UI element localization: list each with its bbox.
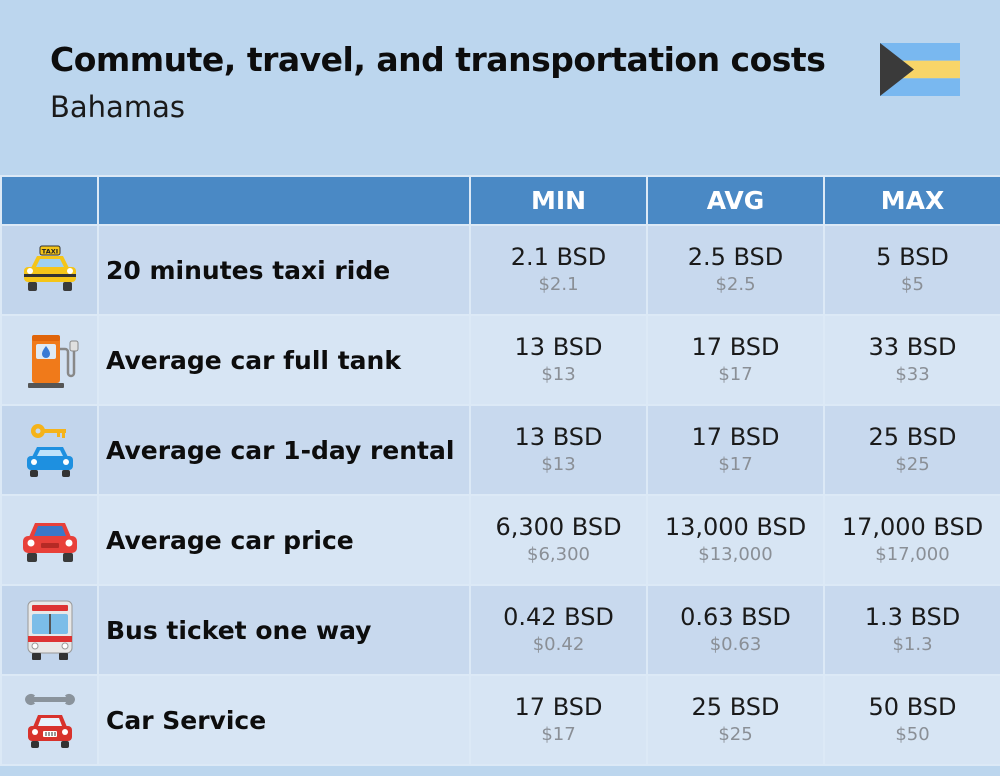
header-icon-column xyxy=(0,175,99,226)
avg-value: 0.63 BSD xyxy=(680,603,791,631)
page-header: Commute, travel, and transportation cost… xyxy=(0,0,1000,175)
min-usd-value: $0.42 xyxy=(532,634,585,655)
max-value: 5 BSD xyxy=(876,243,949,271)
row-label: Average car price xyxy=(97,494,471,586)
row-icon-cell xyxy=(0,674,99,766)
avg-cell: 13,000 BSD $13,000 xyxy=(646,494,825,586)
row-label: Average car full tank xyxy=(97,314,471,406)
avg-value: 13,000 BSD xyxy=(664,513,807,541)
row-label: Car Service xyxy=(97,674,471,766)
max-value: 1.3 BSD xyxy=(864,603,961,631)
min-value: 13 BSD xyxy=(514,423,603,451)
min-cell: 17 BSD $17 xyxy=(469,674,648,766)
max-value: 33 BSD xyxy=(868,333,957,361)
min-value: 0.42 BSD xyxy=(503,603,614,631)
car-rental-key-icon xyxy=(26,424,73,477)
min-cell: 2.1 BSD $2.1 xyxy=(469,224,648,316)
avg-usd-value: $13,000 xyxy=(698,544,773,565)
max-cell: 25 BSD $25 xyxy=(823,404,1000,496)
max-usd-value: $33 xyxy=(895,364,930,385)
row-icon-cell xyxy=(0,314,99,406)
avg-usd-value: $17 xyxy=(718,364,753,385)
max-cell: 17,000 BSD $17,000 xyxy=(823,494,1000,586)
min-usd-value: $13 xyxy=(541,454,576,475)
row-icon-cell: TAXI xyxy=(0,224,99,316)
max-cell: 1.3 BSD $1.3 xyxy=(823,584,1000,676)
avg-cell: 2.5 BSD $2.5 xyxy=(646,224,825,316)
fuel-pump-icon xyxy=(27,335,78,388)
min-cell: 0.42 BSD $0.42 xyxy=(469,584,648,676)
row-icon-cell xyxy=(0,584,99,676)
max-value: 25 BSD xyxy=(868,423,957,451)
avg-cell: 17 BSD $17 xyxy=(646,314,825,406)
max-usd-value: $17,000 xyxy=(875,544,950,565)
country-subtitle: Bahamas xyxy=(50,90,185,124)
avg-usd-value: $25 xyxy=(718,724,753,745)
min-usd-value: $13 xyxy=(541,364,576,385)
taxi-icon: TAXI xyxy=(23,245,76,291)
header-min: MIN xyxy=(469,175,648,226)
min-cell: 13 BSD $13 xyxy=(469,314,648,406)
avg-usd-value: $0.63 xyxy=(709,634,762,655)
avg-value: 17 BSD xyxy=(691,423,780,451)
page-title: Commute, travel, and transportation cost… xyxy=(50,40,826,79)
bahamas-flag-icon xyxy=(880,43,960,96)
header-avg: AVG xyxy=(646,175,825,226)
min-value: 13 BSD xyxy=(514,333,603,361)
max-usd-value: $50 xyxy=(895,724,930,745)
table-row: Average car full tank 13 BSD $13 17 BSD … xyxy=(0,314,1000,406)
header-max: MAX xyxy=(823,175,1000,226)
table-header-row: MIN AVG MAX xyxy=(0,175,1000,226)
max-usd-value: $5 xyxy=(901,274,924,295)
avg-value: 2.5 BSD xyxy=(687,243,784,271)
min-value: 6,300 BSD xyxy=(495,513,622,541)
avg-value: 25 BSD xyxy=(691,693,780,721)
row-icon-cell xyxy=(0,404,99,496)
table-row: Car Service 17 BSD $17 25 BSD $25 50 BSD… xyxy=(0,674,1000,766)
max-usd-value: $1.3 xyxy=(892,634,933,655)
cost-table: MIN AVG MAX TAXI 20 xyxy=(0,175,1000,766)
max-cell: 33 BSD $33 xyxy=(823,314,1000,406)
avg-cell: 0.63 BSD $0.63 xyxy=(646,584,825,676)
bus-icon xyxy=(27,600,72,660)
row-label: Average car 1-day rental xyxy=(97,404,471,496)
svg-text:TAXI: TAXI xyxy=(41,248,57,256)
avg-value: 17 BSD xyxy=(691,333,780,361)
min-cell: 13 BSD $13 xyxy=(469,404,648,496)
header-label-column xyxy=(97,175,471,226)
table-row: Average car 1-day rental 13 BSD $13 17 B… xyxy=(0,404,1000,496)
table-row: Bus ticket one way 0.42 BSD $0.42 0.63 B… xyxy=(0,584,1000,676)
table-row: Average car price 6,300 BSD $6,300 13,00… xyxy=(0,494,1000,586)
max-value: 17,000 BSD xyxy=(841,513,984,541)
avg-usd-value: $17 xyxy=(718,454,753,475)
min-usd-value: $2.1 xyxy=(538,274,579,295)
avg-cell: 25 BSD $25 xyxy=(646,674,825,766)
row-label: Bus ticket one way xyxy=(97,584,471,676)
row-icon-cell xyxy=(0,494,99,586)
min-value: 17 BSD xyxy=(514,693,603,721)
min-usd-value: $17 xyxy=(541,724,576,745)
car-service-wrench-icon xyxy=(24,693,75,748)
max-cell: 5 BSD $5 xyxy=(823,224,1000,316)
max-usd-value: $25 xyxy=(895,454,930,475)
row-label: 20 minutes taxi ride xyxy=(97,224,471,316)
min-usd-value: $6,300 xyxy=(527,544,590,565)
avg-usd-value: $2.5 xyxy=(715,274,756,295)
min-value: 2.1 BSD xyxy=(510,243,607,271)
max-cell: 50 BSD $50 xyxy=(823,674,1000,766)
min-cell: 6,300 BSD $6,300 xyxy=(469,494,648,586)
table-row: TAXI 20 minutes taxi ride 2.1 BSD $2.1 2… xyxy=(0,224,1000,316)
max-value: 50 BSD xyxy=(868,693,957,721)
avg-cell: 17 BSD $17 xyxy=(646,404,825,496)
red-car-icon xyxy=(22,523,77,562)
